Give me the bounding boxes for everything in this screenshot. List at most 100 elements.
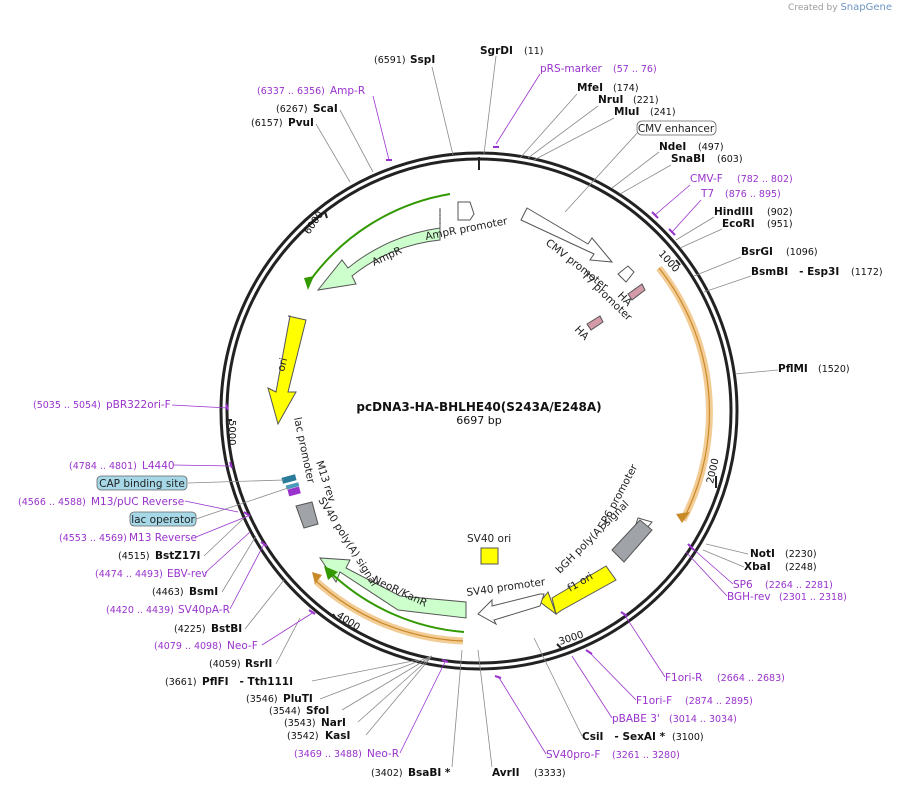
svg-text:(4566 .. 4588): (4566 .. 4588) — [18, 497, 86, 508]
svg-text:(951): (951) — [767, 219, 793, 230]
enzyme-ecori: EcoRI (951) — [722, 218, 793, 230]
primer-pbr322ori-f: (5035 .. 5054)pBR322ori-F — [33, 399, 171, 411]
svg-text:(5035 .. 5054): (5035 .. 5054) — [33, 400, 101, 411]
svg-text:Neo-R: Neo-R — [367, 748, 399, 760]
svg-text:KasI: KasI — [325, 730, 350, 742]
svg-text:NruI: NruI — [598, 94, 623, 106]
ha-feature-2 — [586, 315, 604, 331]
svg-text:HindIII: HindIII — [714, 206, 753, 218]
svg-text:(174): (174) — [613, 83, 639, 94]
label-sv40-ori: SV40 ori — [467, 533, 511, 545]
svg-text:(2230): (2230) — [785, 549, 817, 560]
svg-text:(3402): (3402) — [371, 768, 403, 779]
svg-text:XbaI: XbaI — [744, 561, 771, 573]
svg-text:RsrII: RsrII — [245, 658, 272, 670]
svg-text:(902): (902) — [767, 207, 793, 218]
enzyme-noti: NotI(2230) — [750, 548, 817, 560]
cmv-enhancer-callout: CMV enhancer — [564, 120, 717, 213]
lac-operator-label: lac operator — [131, 514, 195, 526]
primer-f1ori-r: F1ori-R(2664 .. 2683) — [665, 672, 785, 684]
svg-text:(4463): (4463) — [152, 587, 184, 598]
enzyme-pflmi: PflMI (1520) — [778, 363, 850, 375]
svg-text:(4515): (4515) — [118, 551, 150, 562]
enzyme-xbai: XbaI(2248) — [744, 561, 817, 573]
svg-text:(1520): (1520) — [818, 364, 850, 375]
svg-text:CsiI - SexAI *: CsiI - SexAI * — [582, 731, 666, 743]
enzyme-nari: (3543)NarI — [284, 717, 346, 729]
primer-t7: T7(876 .. 895) — [700, 188, 781, 200]
primer-m13-reverse: (4553 .. 4569)M13 Reverse — [59, 532, 197, 544]
svg-text:NdeI: NdeI — [659, 141, 686, 153]
enzyme-hindiii: HindIII (902) — [714, 206, 793, 218]
svg-text:(6267): (6267) — [276, 104, 308, 115]
tick-5000: 5000 — [226, 419, 237, 445]
svg-text:EcoRI: EcoRI — [722, 218, 755, 230]
enzyme-pluti: (3546)PluTI — [246, 693, 313, 705]
svg-text:(6157): (6157) — [251, 118, 283, 129]
svg-text:(3544): (3544) — [269, 706, 301, 717]
primer-prs-marker: pRS-marker(57 .. 76) — [540, 63, 657, 75]
ha-feature-1 — [627, 283, 646, 301]
svg-text:MfeI: MfeI — [577, 82, 603, 94]
svg-text:pRS-marker: pRS-marker — [540, 63, 603, 75]
svg-text:SV40pro-F: SV40pro-F — [546, 749, 600, 761]
svg-text:(2874 .. 2895): (2874 .. 2895) — [685, 696, 753, 707]
svg-text:PflMI: PflMI — [778, 363, 808, 375]
svg-text:(603): (603) — [717, 154, 743, 165]
lac-operator-feature — [285, 482, 300, 490]
orf-neo-line — [315, 580, 464, 642]
enzyme-bsmi: (4463)BsmI — [152, 586, 218, 598]
svg-text:(6337 .. 6356): (6337 .. 6356) — [257, 86, 325, 97]
svg-text:Neo-F: Neo-F — [227, 640, 258, 652]
svg-text:pBABE 3': pBABE 3' — [612, 713, 660, 725]
svg-text:5000: 5000 — [226, 420, 237, 445]
svg-text:M13/pUC Reverse: M13/pUC Reverse — [91, 496, 184, 508]
bgh-polya-feature — [611, 519, 653, 563]
svg-text:(3543): (3543) — [284, 718, 316, 729]
snapgene-logo: SnapGene — [840, 2, 892, 13]
label-ori: ori — [275, 357, 290, 373]
orf-bhlhe40-line — [658, 267, 711, 521]
svg-text:6000: 6000 — [302, 210, 326, 237]
ampr-line — [308, 193, 451, 283]
svg-text:(4225): (4225) — [174, 624, 206, 635]
neor-line — [331, 573, 465, 633]
cap-site-feature — [281, 474, 297, 484]
ori-feature — [267, 315, 307, 426]
enzyme-mlui: MluI(241) — [614, 106, 676, 118]
primer-amp-r: (6337 .. 6356)Amp-R — [257, 85, 365, 97]
sv40-ori-feature — [480, 547, 499, 565]
svg-text:BstZ17I: BstZ17I — [155, 550, 200, 562]
svg-text:PluTI: PluTI — [283, 693, 313, 705]
svg-text:(3100): (3100) — [672, 732, 704, 743]
svg-text:F1ori-F: F1ori-F — [636, 695, 672, 707]
enzyme-bsrgi: BsrGI(1096) — [741, 246, 818, 258]
svg-text:ScaI: ScaI — [313, 103, 338, 115]
enzyme-csii: CsiI - SexAI * (3100) — [582, 731, 704, 743]
enzyme-bstz17i: (4515) BstZ17I — [118, 550, 200, 562]
svg-text:(2664 .. 2683): (2664 .. 2683) — [717, 673, 785, 684]
svg-text:MluI: MluI — [614, 106, 639, 118]
svg-text:BsrGI: BsrGI — [741, 246, 773, 258]
svg-text:PflFI - Tth111I: PflFI - Tth111I — [202, 676, 293, 688]
neor-line-head — [324, 566, 338, 580]
enzyme-avrii: AvrII(3333) — [492, 767, 566, 779]
enzyme-pflfi: (3661)PflFI - Tth111I — [165, 676, 293, 688]
svg-text:BGH-rev: BGH-rev — [727, 591, 771, 603]
label-bgh-polya: bGH poly(A) signal — [554, 498, 632, 576]
svg-text:(3261 .. 3280): (3261 .. 3280) — [612, 750, 680, 761]
enzyme-kasi: (3542)KasI — [287, 730, 350, 742]
primer-leaders — [171, 73, 734, 755]
enzyme-sgrdi: SgrDI(11) — [480, 45, 544, 57]
svg-text:(497): (497) — [698, 142, 724, 153]
ampr-promoter-feature — [457, 201, 475, 221]
sv40-promoter-feature — [477, 593, 545, 626]
enzyme-leaders — [203, 55, 779, 768]
cmv-promoter-feature — [520, 207, 614, 263]
credit-prefix: Created by — [788, 3, 838, 13]
svg-text:(2301 .. 2318): (2301 .. 2318) — [779, 592, 847, 603]
primer-m13-puc-reverse: (4566 .. 4588) M13/pUC Reverse — [18, 496, 184, 508]
primer-bgh-rev: BGH-rev (2301 .. 2318) — [727, 591, 847, 603]
svg-text:(11): (11) — [524, 46, 544, 57]
